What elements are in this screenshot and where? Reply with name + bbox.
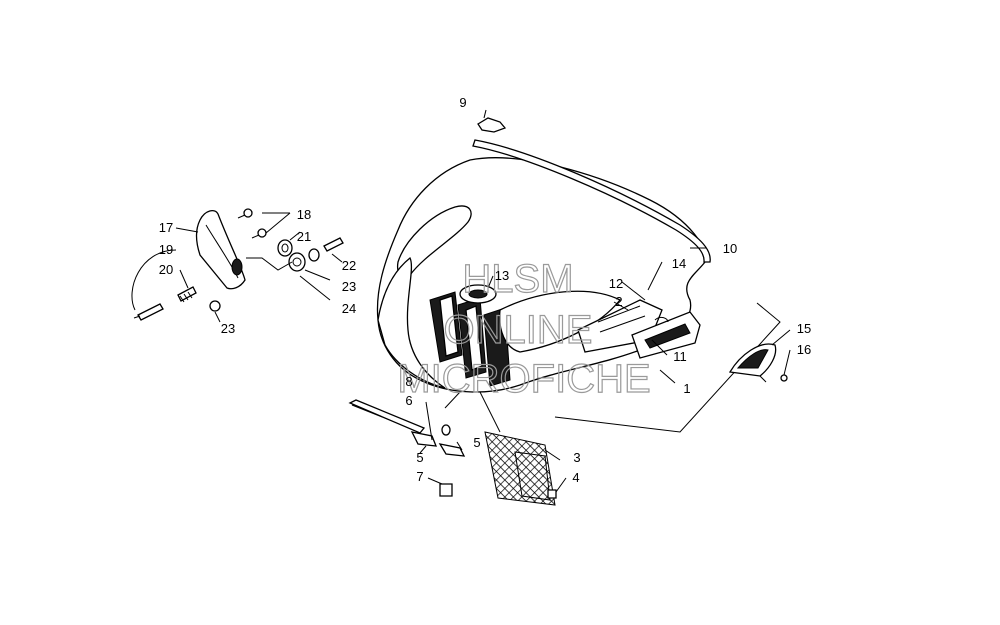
callout-20: 20 [159,262,173,277]
callout-5b: 5 [473,435,480,450]
callout-3: 3 [573,450,580,465]
callout-18: 18 [297,207,311,222]
callout-2: 2 [615,294,622,309]
callout-5a: 5 [416,450,423,465]
callout-17: 17 [159,220,173,235]
callouts: 1 2 3 4 5 5 6 7 8 9 10 11 12 13 14 15 16… [159,95,811,485]
side-vent-trim [728,343,788,383]
callout-14: 14 [672,256,686,271]
screws-18 [237,208,267,239]
watermark: HLSM ONLINE MICROFICHE [397,256,652,401]
callout-9: 9 [459,95,466,110]
leader-lines-right [487,247,791,384]
callout-11: 11 [673,349,687,364]
callout-15: 15 [797,321,811,336]
trim-strip [472,139,711,263]
fasteners-6-7 [439,424,453,497]
headlight-lens [195,209,246,290]
bulb-part [133,286,197,321]
clip-part [477,109,507,133]
watermark-line-1: HLSM [462,257,573,301]
brackets-5 [410,431,466,457]
callout-4: 4 [572,470,579,485]
callout-23a: 23 [221,321,235,336]
watermark-line-2: ONLINE [444,308,593,352]
fasteners-21-24 [209,237,344,312]
callout-1: 1 [683,381,690,396]
leader-lines-left [131,212,343,323]
hood-part [376,157,707,393]
callout-12: 12 [609,276,623,291]
leader-lines-lower [419,391,567,493]
callout-22: 22 [342,258,356,273]
callout-19: 19 [159,242,173,257]
callout-13: 13 [495,268,509,283]
assembly-outline [554,302,781,433]
hood-rod [348,399,426,434]
watermark-line-3: MICROFICHE [397,357,650,401]
callout-8: 8 [405,374,412,389]
callout-7: 7 [416,469,423,484]
mesh-grille [484,431,557,506]
callout-23b: 23 [342,279,356,294]
callout-16: 16 [797,342,811,357]
callout-21: 21 [297,229,311,244]
callout-10: 10 [723,241,737,256]
callout-24: 24 [342,301,356,316]
callout-6: 6 [405,393,412,408]
